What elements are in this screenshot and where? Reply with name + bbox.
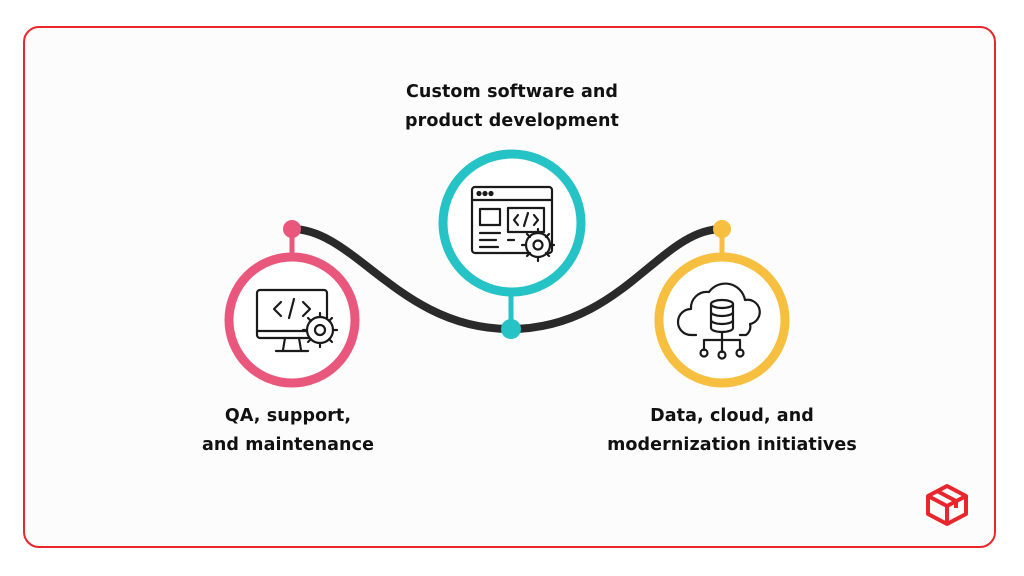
- node-top-label-line-2: product development: [404, 111, 620, 131]
- node-top-ring: [438, 149, 586, 297]
- node-left-ring: [224, 252, 360, 388]
- node-right: [654, 220, 790, 388]
- cloud-database-network-icon: [676, 282, 761, 360]
- node-right-ring: [654, 252, 790, 388]
- monitor-code-gear-icon: [255, 288, 339, 353]
- browser-code-gear-icon: [470, 185, 556, 263]
- cube-logo-icon: [926, 484, 968, 526]
- node-top-label: Custom software and product development: [362, 78, 662, 136]
- node-right-label: Data, cloud, and modernization initiativ…: [582, 402, 882, 460]
- node-right-label-line-1: Data, cloud, and: [650, 406, 814, 426]
- node-left-label: QA, support, and maintenance: [138, 402, 438, 460]
- node-top-label-line-1: Custom software and: [405, 82, 619, 102]
- node-right-label-line-2: modernization initiatives: [607, 435, 857, 455]
- node-left-label-line-2: and maintenance: [201, 435, 375, 455]
- node-left: [224, 220, 360, 388]
- node-right-dot: [713, 220, 731, 238]
- node-top: [438, 149, 586, 339]
- node-left-label-line-1: QA, support,: [224, 406, 352, 426]
- node-left-dot: [283, 220, 301, 238]
- node-top-dot: [501, 319, 521, 339]
